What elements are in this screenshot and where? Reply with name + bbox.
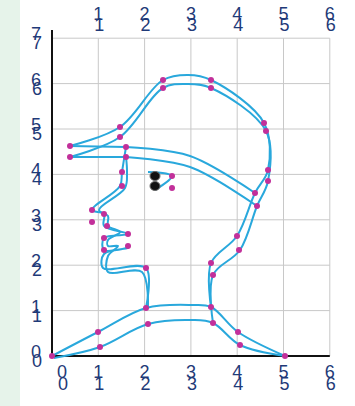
axis-number: 6 [326, 16, 336, 34]
axis-number: 5 [279, 375, 289, 393]
grid-line [52, 265, 330, 266]
figure-stroke [70, 156, 126, 158]
axis-number: 1 [32, 307, 42, 325]
point-dot [265, 167, 271, 173]
point-dot [97, 344, 103, 350]
axis-number: 3 [187, 16, 197, 34]
figure-stroke [148, 172, 172, 190]
point-dot [208, 77, 214, 83]
axis-number: 6 [326, 375, 336, 393]
axis-number: 4 [233, 16, 243, 34]
point-dot [101, 211, 107, 217]
grid [52, 30, 330, 356]
axis-number: 2 [141, 375, 151, 393]
grid-line [329, 38, 330, 356]
point-dot [261, 120, 267, 126]
point-dot [125, 231, 131, 237]
point-dot [208, 260, 214, 266]
point-dot [235, 329, 241, 335]
point-dot [125, 243, 131, 249]
figure-stroke [126, 147, 255, 193]
point-dot [169, 173, 175, 179]
y-axis [51, 30, 53, 356]
paper-ground [20, 0, 355, 406]
grid-line [52, 356, 330, 357]
axis-number: 0 [58, 375, 68, 393]
point-dot [95, 329, 101, 335]
point-dot [123, 154, 129, 160]
point-dot [208, 85, 214, 91]
axis-number: 5 [32, 125, 42, 143]
grid-line [190, 38, 191, 356]
point-dot [208, 304, 214, 310]
axis-number: 2 [32, 261, 42, 279]
grid-line [52, 310, 330, 311]
point-dot [104, 223, 110, 229]
point-dot [234, 233, 240, 239]
point-dot [49, 353, 55, 359]
axis-number: 6 [32, 80, 42, 98]
point-dot [252, 190, 258, 196]
axis-number: 3 [187, 375, 197, 393]
point-dot [265, 178, 271, 184]
point-dot [89, 219, 95, 225]
axis-number: 4 [32, 170, 42, 188]
point-dot [160, 77, 166, 83]
point-dot [67, 154, 73, 160]
point-dot [67, 143, 73, 149]
figure-stroke [70, 84, 271, 323]
point-dot [143, 305, 149, 311]
point-dot [263, 128, 269, 134]
axis-number: 7 [32, 34, 42, 52]
figure-stroke [70, 146, 126, 147]
axis-number: 1 [94, 375, 104, 393]
grid-line [237, 38, 238, 356]
point-dot [119, 169, 125, 175]
axis-number: 3 [32, 216, 42, 234]
axis-number: 2 [141, 16, 151, 34]
figure-stroke [54, 320, 285, 358]
grid-line [52, 129, 330, 130]
grid-line [52, 38, 330, 39]
figure-stroke [99, 157, 148, 308]
point-dot [254, 203, 260, 209]
point-dot [119, 183, 125, 189]
point-dot [169, 185, 175, 191]
point-dot [210, 320, 216, 326]
figure-stroke [92, 147, 149, 308]
point-dot [117, 134, 123, 140]
figure-stroke [70, 75, 270, 307]
point-dot [123, 144, 129, 150]
point-dot [160, 85, 166, 91]
figure-stroke [126, 157, 257, 206]
eye-mark [150, 182, 160, 191]
point-dot [89, 207, 95, 213]
x-axis [52, 355, 330, 357]
grid-line [283, 38, 284, 356]
point-dot [210, 272, 216, 278]
axis-number: 4 [233, 375, 243, 393]
point-dot [101, 235, 107, 241]
axis-number: 5 [279, 16, 289, 34]
point-dot [237, 342, 243, 348]
point-dot [117, 124, 123, 130]
point-dot [145, 321, 151, 327]
eye-mark [150, 172, 160, 181]
point-dot [236, 247, 242, 253]
grid-line [52, 174, 330, 175]
point-dot [282, 353, 288, 359]
axis-number: 0 [32, 352, 42, 370]
point-dot [101, 247, 107, 253]
axis-number: 1 [94, 16, 104, 34]
point-dot [143, 265, 149, 271]
grid-line [98, 38, 99, 356]
